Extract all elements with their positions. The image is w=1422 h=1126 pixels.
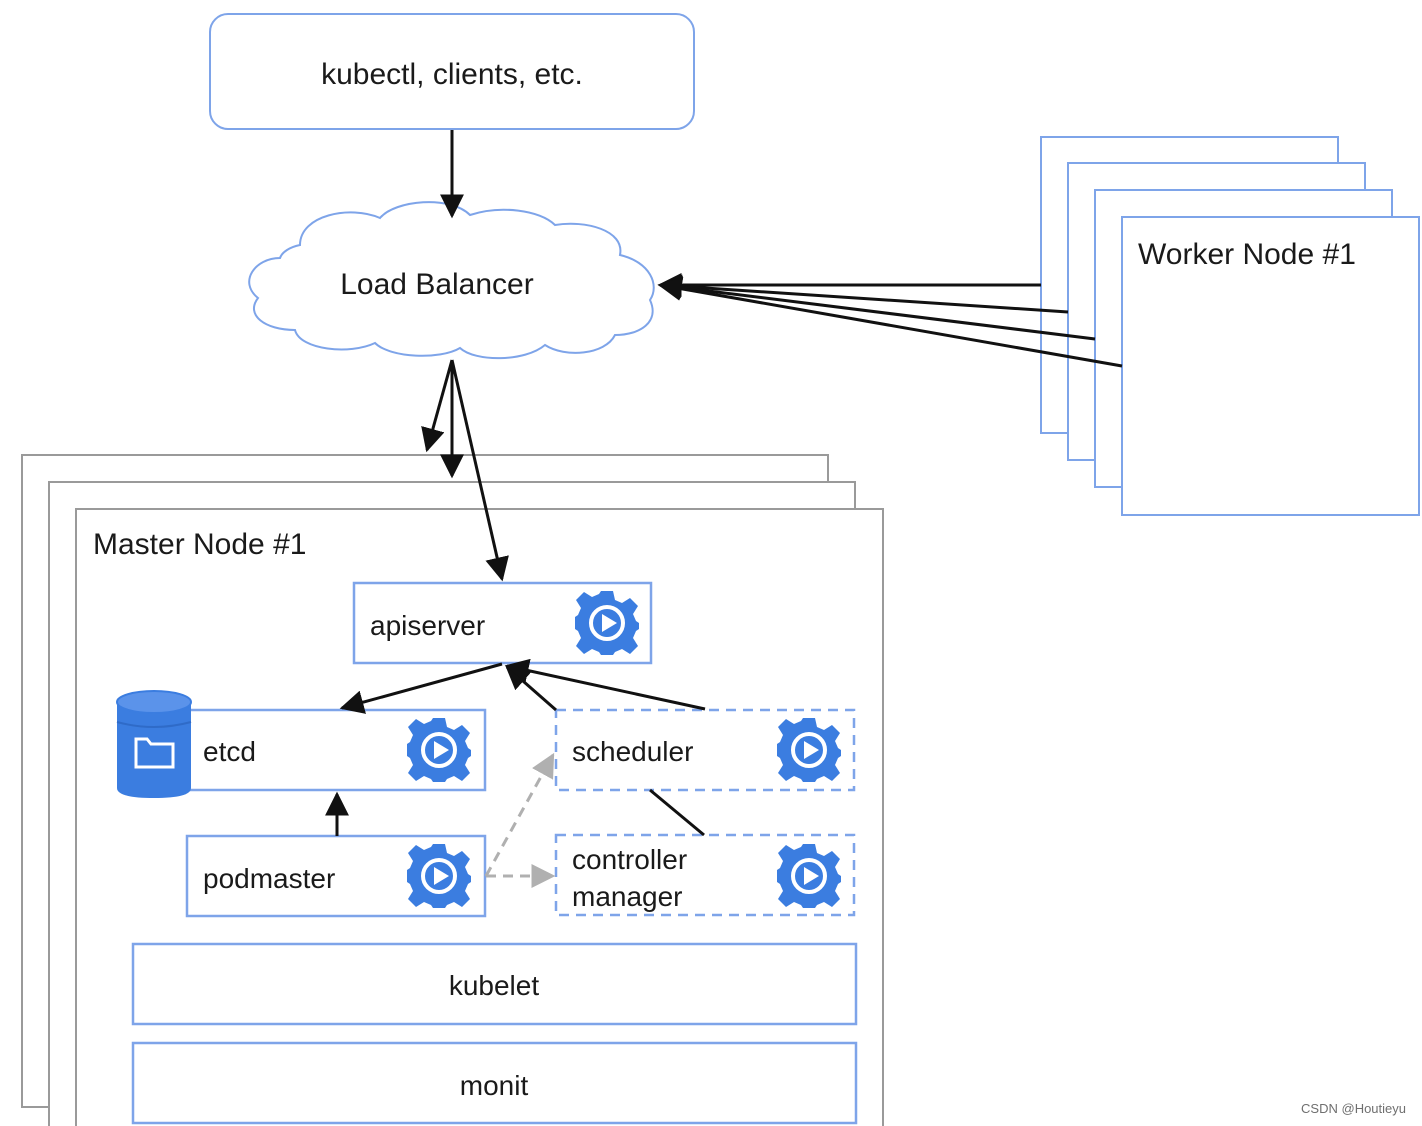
- watermark-text: CSDN @Houtieyu: [1301, 1101, 1406, 1116]
- scheduler-box: scheduler: [554, 708, 856, 792]
- dashed-arrows: [484, 752, 556, 888]
- load-balancer-label: Load Balancer: [340, 268, 533, 301]
- apiserver-box: apiserver: [352, 581, 653, 665]
- connection-arrows: [325, 130, 1123, 837]
- gear-icon: [775, 716, 843, 784]
- arrow-worker-1-to-lb: [657, 276, 1123, 368]
- apiserver-label: apiserver: [370, 610, 485, 641]
- arrow-lb-to-apiserver: [450, 359, 509, 582]
- gear-icon: [405, 842, 473, 910]
- load-balancer-cloud: Load Balancer: [248, 201, 655, 360]
- podmaster-box: podmaster: [185, 834, 487, 918]
- controller-manager-label-line1: controller: [572, 844, 687, 875]
- master-node-label: Master Node #1: [93, 528, 306, 561]
- kubelet-label: kubelet: [449, 970, 540, 1001]
- arrow-apiserver-to-etcd: [339, 662, 503, 714]
- line-scheduler-to-controller: [649, 788, 705, 837]
- etcd-label: etcd: [203, 736, 256, 767]
- dashed-arrow-podmaster-to-scheduler: [484, 752, 555, 877]
- arrow-worker-3-to-lb: [657, 274, 1069, 314]
- gear-icon: [573, 589, 641, 657]
- kubelet-box: kubelet: [131, 942, 858, 1026]
- database-folder-icon: [116, 690, 192, 798]
- monit-box: monit: [131, 1041, 858, 1125]
- gear-icon: [775, 842, 843, 910]
- arrow-lb-to-master-3: [421, 359, 454, 453]
- controller-manager-box: controller manager: [554, 833, 856, 917]
- clients-label: kubectl, clients, etc.: [321, 58, 583, 91]
- etcd-box: etcd: [116, 690, 487, 798]
- scheduler-label: scheduler: [572, 736, 693, 767]
- monit-label: monit: [460, 1070, 529, 1101]
- worker-node-label: Worker Node #1: [1138, 238, 1356, 271]
- arrow-controller-to-apiserver: [504, 658, 706, 711]
- clients-box: kubectl, clients, etc.: [209, 13, 695, 130]
- worker-nodes-stack: Worker Node #1: [1040, 136, 1420, 516]
- worker-node-card-1: [1121, 216, 1420, 516]
- controller-manager-label-line2: manager: [572, 881, 683, 912]
- arrow-worker-2-to-lb: [657, 275, 1096, 341]
- podmaster-label: podmaster: [203, 863, 335, 894]
- gear-icon: [405, 716, 473, 784]
